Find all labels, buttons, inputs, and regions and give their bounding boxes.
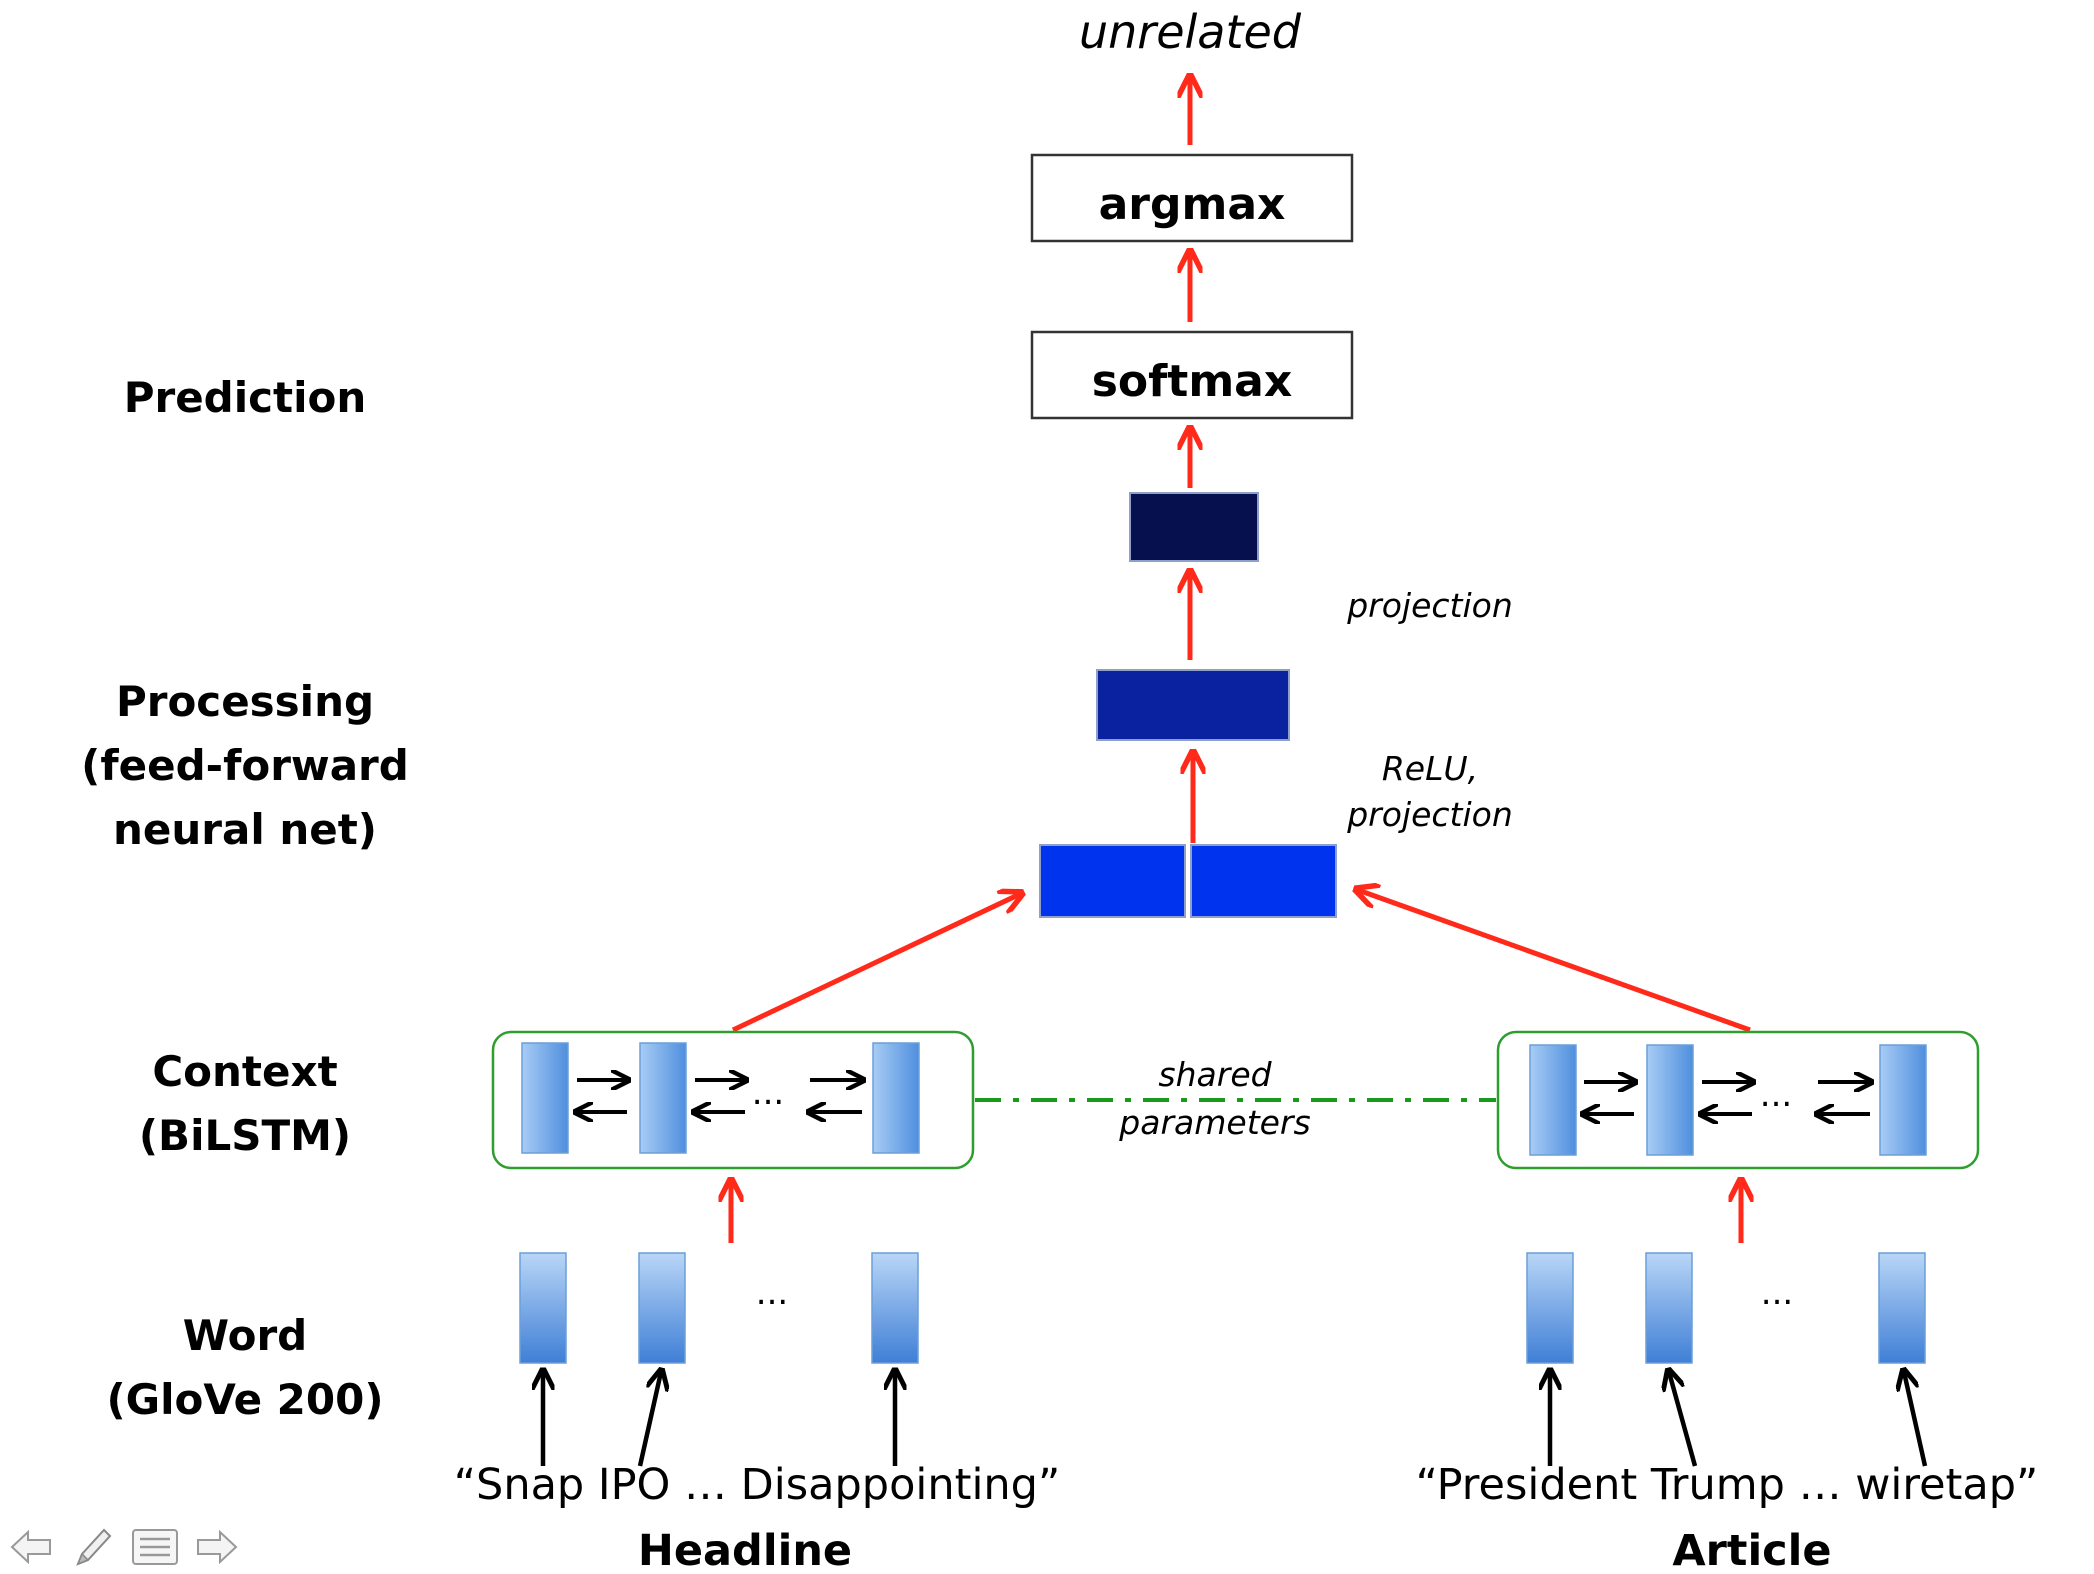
headline-lstm-cell <box>521 1042 569 1154</box>
softmax-label: softmax <box>1092 356 1293 407</box>
ellipsis: ... <box>752 1073 784 1113</box>
shared-note-line1: shared <box>1158 1055 1272 1094</box>
article-lstm-cell <box>1646 1044 1694 1156</box>
article-bilstm-group: ... <box>1496 1030 1980 1170</box>
headline-word-vectors: ... <box>519 1252 919 1364</box>
layer-label-processing-1: Processing <box>116 677 374 726</box>
output-label: unrelated <box>1079 5 1302 59</box>
bidirectional-arrows <box>1584 1082 1870 1114</box>
article-label: Article <box>1672 1526 1831 1574</box>
layer-label-processing-3: neural net) <box>113 805 377 854</box>
ellipsis: ... <box>1761 1273 1793 1313</box>
article-text: “President Trump … wiretap” <box>1416 1460 2039 1510</box>
ellipsis: ... <box>1760 1075 1792 1115</box>
argmax-label: argmax <box>1099 179 1286 230</box>
headline-lstm-cell <box>639 1042 687 1154</box>
arrow-article-context-to-concat <box>1358 890 1751 1033</box>
slide-menu-button[interactable] <box>128 1523 182 1571</box>
article-lstm-cell <box>1879 1044 1927 1156</box>
layer-label-context-2: (BiLSTM) <box>139 1111 351 1160</box>
headline-label: Headline <box>638 1526 852 1574</box>
layer-label-word-1: Word <box>183 1311 307 1360</box>
layer-label-word-2: (GloVe 200) <box>106 1375 383 1424</box>
previous-slide-button[interactable] <box>4 1523 58 1571</box>
ellipsis: ... <box>756 1273 788 1313</box>
headline-text: “Snap IPO … Disappointing” <box>454 1460 1060 1510</box>
article-word-vector <box>1645 1252 1693 1364</box>
layer-label-context-1: Context <box>152 1047 337 1096</box>
headline-lstm-cell <box>872 1042 920 1154</box>
article-word-vector <box>1526 1252 1574 1364</box>
headline-bilstm-group: ... <box>491 1030 975 1170</box>
layer-label-processing-2: (feed-forward <box>81 741 409 790</box>
next-slide-button[interactable] <box>190 1523 244 1571</box>
layer-label-prediction: Prediction <box>124 373 367 422</box>
concat-vector <box>1039 844 1337 918</box>
relu-note-line2: projection <box>1346 795 1513 834</box>
arrow-right-icon <box>197 1529 238 1565</box>
menu-icon <box>132 1529 178 1565</box>
argmax-box: argmax <box>1030 153 1354 243</box>
article-lstm-cell <box>1529 1044 1577 1156</box>
headline-word-vector <box>871 1252 919 1364</box>
shared-note-line2: parameters <box>1118 1103 1310 1142</box>
slideshow-controls <box>0 1520 264 1574</box>
arrow-left-icon <box>10 1529 51 1565</box>
input-arrows <box>543 1372 1928 1467</box>
projection-note: projection <box>1346 586 1513 625</box>
pen-icon <box>76 1528 112 1566</box>
headline-word-vector <box>519 1252 567 1364</box>
hidden-layer-1 <box>1096 669 1290 741</box>
hidden-layer-2 <box>1129 492 1259 562</box>
bidirectional-arrows <box>577 1080 862 1112</box>
relu-note-line1: ReLU, <box>1382 749 1478 788</box>
article-word-vector <box>1878 1252 1926 1364</box>
article-word-vectors: ... <box>1526 1252 1926 1364</box>
headline-word-vector <box>638 1252 686 1364</box>
pen-tool-button[interactable] <box>66 1523 120 1571</box>
softmax-box: softmax <box>1030 330 1354 420</box>
arrow-headline-context-to-concat <box>731 894 1020 1033</box>
